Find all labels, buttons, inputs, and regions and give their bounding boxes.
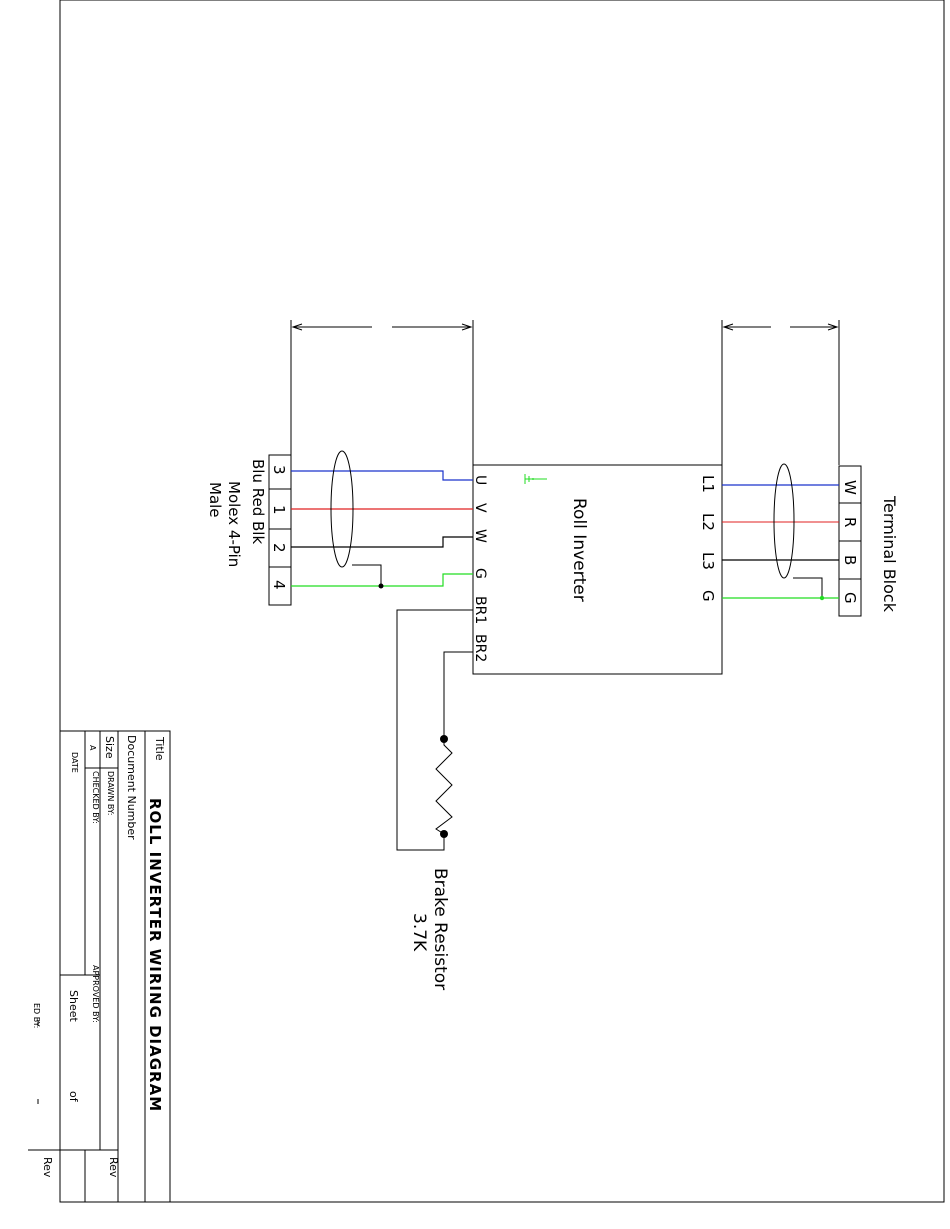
sheet-label: Sheet xyxy=(67,990,80,1022)
title-label: Title xyxy=(153,736,166,761)
dimension-left xyxy=(291,320,473,465)
terminal-block-r: R xyxy=(841,517,859,527)
inverter-terminal-l3: L3 xyxy=(699,552,717,570)
molex-pin-1: 1 xyxy=(270,505,288,515)
wire-br2 xyxy=(444,652,473,739)
terminal-block-g: G xyxy=(841,592,859,604)
terminal-block-w: W xyxy=(841,480,859,495)
rev-outer-label: Rev xyxy=(41,1157,54,1178)
molex-wire-colors: Blu Red Blk xyxy=(249,459,267,544)
brake-resistor-zigzag xyxy=(436,739,452,834)
wire-molex-blue xyxy=(291,471,473,480)
drawing-title: ROLL INVERTER WIRING DIAGRAM xyxy=(146,798,164,1112)
drawn-by-label: DRAWN BY: xyxy=(106,771,115,815)
of-label: of xyxy=(67,1091,80,1103)
roll-inverter-label: Roll Inverter xyxy=(569,498,589,602)
checked-by-label: CHECKED BY: xyxy=(91,771,100,824)
brake-resistor-label: Brake Resistor xyxy=(430,868,450,990)
junction-dot-left xyxy=(379,584,384,589)
inverter-terminal-l2: L2 xyxy=(699,513,717,531)
molex-label-line1: Molex 4-Pin xyxy=(225,481,243,567)
ground-symbol-icon xyxy=(525,474,547,484)
inverter-terminal-l1: L1 xyxy=(699,475,717,493)
roll-inverter-box xyxy=(473,465,722,674)
inverter-terminal-w: W xyxy=(472,529,488,543)
inverter-terminal-br1: BR1 xyxy=(472,596,488,624)
molex-label-line2: Male xyxy=(206,482,224,518)
wire-shield-drain-left xyxy=(352,565,381,586)
dimension-right xyxy=(722,320,839,465)
terminal-block-b: B xyxy=(841,555,859,565)
inverter-terminal-g-right: G xyxy=(699,590,717,602)
rev-label: Rev xyxy=(107,1157,120,1178)
terminal-block-label: Terminal Block xyxy=(880,495,899,613)
date-label: DATE xyxy=(70,752,79,773)
size-label: Size xyxy=(103,736,116,759)
junction-dot-right xyxy=(820,596,824,600)
brake-resistor-value: 3.7K xyxy=(409,913,429,952)
drawing-border xyxy=(60,0,944,1202)
molex-pin-2: 2 xyxy=(270,543,288,553)
resistor-terminal-dot-top xyxy=(440,735,448,743)
inverter-terminal-u: U xyxy=(472,475,488,485)
size-value: A xyxy=(88,745,97,751)
inverter-terminal-v: V xyxy=(472,503,488,513)
inverter-terminal-br2: BR2 xyxy=(472,634,488,662)
wire-br1 xyxy=(397,610,473,850)
molex-pin-3: 3 xyxy=(270,465,288,475)
resistor-terminal-dot-bottom xyxy=(440,830,448,838)
molex-pin-4: 4 xyxy=(270,580,288,590)
wire-shield-drain-right xyxy=(793,578,822,598)
document-number-label: Document Number xyxy=(125,735,138,840)
cable-shield-right xyxy=(774,464,794,578)
approved-by-label: APPROVED BY: xyxy=(91,965,100,1023)
ed-by-label: ED BY: xyxy=(32,1003,41,1028)
inverter-terminal-g: G xyxy=(472,568,488,579)
wire-molex-black xyxy=(291,537,473,547)
